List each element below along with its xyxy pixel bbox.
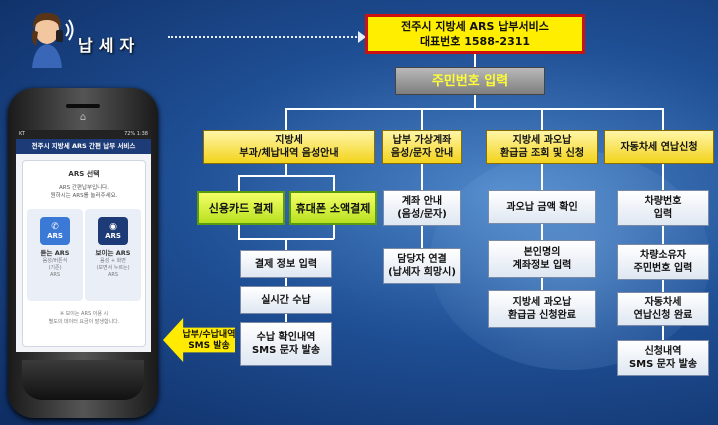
connector xyxy=(285,108,663,110)
account-step-guide: 계좌 안내 (음성/문자) xyxy=(383,190,461,226)
tile2-desc3: ARS xyxy=(107,272,119,278)
connector xyxy=(541,224,543,240)
connector xyxy=(285,278,287,286)
credit-card-payment-box: 신용카드 결제 xyxy=(197,191,285,225)
connector xyxy=(662,164,664,190)
eye-glyph: ◉ xyxy=(109,222,117,232)
sms-arrow-label: 납부/수납내역 SMS 발송 xyxy=(182,330,236,351)
car-step-sms: 신청내역 SMS 문자 발송 xyxy=(617,340,709,376)
connector xyxy=(285,108,287,130)
resident-number-entry-box: 주민번호 입력 xyxy=(395,67,545,95)
ars-select-card: ARS 선택 ARS 간편납부입니다. 원하시는 ARS를 눌러주세요. ✆ A… xyxy=(22,160,146,347)
service-header-box: 전주시 지방세 ARS 납부서비스 대표번호 1588-2311 xyxy=(365,14,585,54)
car-step-complete: 자동차세 연납신청 완료 xyxy=(617,292,709,326)
taxpayer-label: 납세자 xyxy=(78,36,141,55)
phone-bottom-bezel xyxy=(22,360,144,400)
connector xyxy=(541,278,543,290)
connector xyxy=(474,54,476,67)
tile1-title: 듣는 ARS xyxy=(40,249,70,257)
car-step-number: 차량번호 입력 xyxy=(617,190,709,226)
tile2-icon-label: ARS xyxy=(105,232,121,240)
refund-step-check: 과오납 금액 확인 xyxy=(488,190,596,224)
tile2-desc1: 음성 + 화면 xyxy=(100,258,126,264)
taxpayer-arrow-line xyxy=(168,36,360,38)
connector xyxy=(541,108,543,130)
tile1-desc3: ARS xyxy=(49,272,61,278)
ars-select-sub2: 원하시는 ARS를 눌러주세요. xyxy=(50,193,118,199)
connector xyxy=(662,280,664,292)
phone-ars-icon: ✆ ARS xyxy=(40,217,70,245)
phone-speaker xyxy=(66,104,100,108)
connector xyxy=(421,226,423,248)
connector xyxy=(238,175,334,177)
listening-ars-button[interactable]: ✆ ARS 듣는 ARS 음성/버튼식 (기존) ARS xyxy=(27,209,83,301)
status-right: 72% 1:38 xyxy=(124,131,148,137)
connector xyxy=(421,164,423,190)
connector xyxy=(285,314,287,322)
tile2-desc2: (보면서 누르는) xyxy=(96,265,130,271)
app-title: 전주시 지방세 ARS 간편 납부 서비스 xyxy=(16,139,151,154)
category-virtual-account: 납부 가상계좌 음성/문자 안내 xyxy=(382,130,462,164)
phone-glyph: ✆ xyxy=(51,222,59,232)
connector xyxy=(662,326,664,340)
taxpayer-arrow-head xyxy=(358,31,366,43)
payment-step-sms: 수납 확인내역 SMS 문자 발송 xyxy=(240,322,332,366)
service-header-phone: 대표번호 1588-2311 xyxy=(419,35,531,48)
connector xyxy=(541,164,543,190)
refund-step-complete: 지방세 과오납 환급금 신청완료 xyxy=(488,290,596,328)
payment-step-input: 결제 정보 입력 xyxy=(240,250,332,278)
data-charge-note1: ※ 보이는 ARS 이용 시 xyxy=(59,311,109,317)
category-refund: 지방세 과오납 환급금 조회 및 신청 xyxy=(486,130,598,164)
phone-screen: KT 72% 1:38 전주시 지방세 ARS 간편 납부 서비스 ARS 선택… xyxy=(16,130,151,352)
ars-select-sub1: ARS 간편납부입니다. xyxy=(59,185,109,191)
connector xyxy=(238,175,240,191)
connector xyxy=(333,225,335,239)
connector xyxy=(662,226,664,244)
ars-select-title: ARS 선택 xyxy=(68,170,100,178)
connector xyxy=(474,95,476,109)
mobile-payment-box: 휴대폰 소액결제 xyxy=(289,191,377,225)
tile1-desc1: 음성/버튼식 xyxy=(42,258,68,264)
tile1-desc2: (기존) xyxy=(48,265,62,271)
category-car-tax: 자동차세 연납신청 xyxy=(604,130,714,164)
connector xyxy=(333,175,335,191)
data-charge-note2: 별도의 데이터 요금이 발생합니다. xyxy=(48,319,120,325)
connector xyxy=(285,164,287,176)
phone-status-bar: KT 72% 1:38 xyxy=(16,130,151,139)
car-step-owner: 차량소유자 주민번호 입력 xyxy=(617,244,709,280)
category-local-tax-info: 지방세 부과/체납내역 음성안내 xyxy=(203,130,375,164)
phone-logo-icon: ⌂ xyxy=(79,112,87,123)
taxpayer-person-icon xyxy=(18,6,76,70)
refund-step-account: 본인명의 계좌정보 입력 xyxy=(488,240,596,278)
status-left: KT xyxy=(19,131,25,137)
connector xyxy=(662,108,664,130)
connector xyxy=(238,225,240,239)
eye-ars-icon: ◉ ARS xyxy=(98,217,128,245)
visible-ars-button[interactable]: ◉ ARS 보이는 ARS 음성 + 화면 (보면서 누르는) ARS xyxy=(85,209,141,301)
tile1-icon-label: ARS xyxy=(47,232,63,240)
connector xyxy=(285,238,287,250)
connector xyxy=(421,108,423,130)
account-step-contact: 담당자 연결 (납세자 희망시) xyxy=(383,248,461,284)
payment-step-realtime: 실시간 수납 xyxy=(240,286,332,314)
tile2-title: 보이는 ARS xyxy=(95,249,131,257)
service-header-title: 전주시 지방세 ARS 납부서비스 xyxy=(401,20,549,33)
